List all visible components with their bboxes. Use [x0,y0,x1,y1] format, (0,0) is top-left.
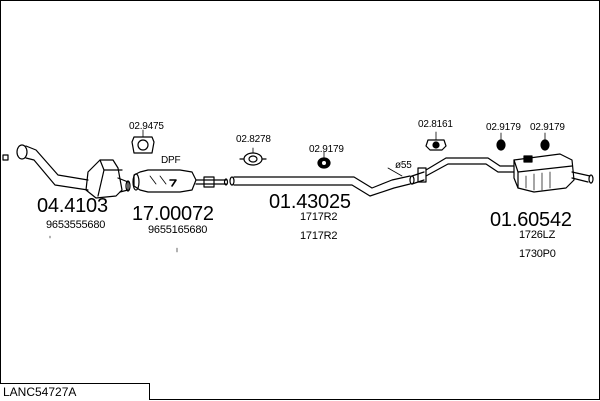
oem-reference: 1717R2 [300,211,338,223]
dpf-filter-icon[interactable] [132,169,229,193]
rubber-hanger-icon[interactable] [540,132,550,151]
gasket-number[interactable]: 02.9475 [129,121,164,132]
hanger-number[interactable]: 02.9179 [309,144,344,155]
part-number[interactable]: 01.60542 [490,209,572,231]
rubber-hanger-icon[interactable] [425,131,447,151]
pipe-diameter: ø55 [395,160,412,171]
diagram-code: LANC54727A [0,383,150,400]
rubber-hanger-icon[interactable] [317,151,331,169]
middle-pipe-icon[interactable] [229,167,427,197]
catalytic-converter-icon[interactable] [16,144,131,199]
gasket-icon[interactable] [131,129,155,154]
oem-reference: 1717R2 [300,230,338,242]
hanger-number[interactable]: 02.8161 [418,119,453,130]
clamp-number[interactable]: 02.8278 [236,134,271,145]
hanger-number[interactable]: 02.9179 [530,122,565,133]
part-number[interactable]: 01.43025 [269,191,351,213]
rear-muffler-icon[interactable] [425,153,594,193]
part-number[interactable]: 04.4103 [37,195,108,217]
dpf-tag: DPF [161,155,181,166]
clamp-icon[interactable] [239,147,267,166]
hanger-number[interactable]: 02.9179 [486,122,521,133]
oem-reference: 9653555680 [46,219,106,231]
oem-reference: 1726LZ [519,229,556,241]
rubber-hanger-icon[interactable] [496,132,506,151]
leader-lines [49,235,178,253]
oem-reference: 1730P0 [519,248,556,260]
part-number[interactable]: 17.00072 [132,203,214,225]
oem-reference: 9655165680 [148,224,208,236]
front-end-ring-icon [2,154,9,161]
